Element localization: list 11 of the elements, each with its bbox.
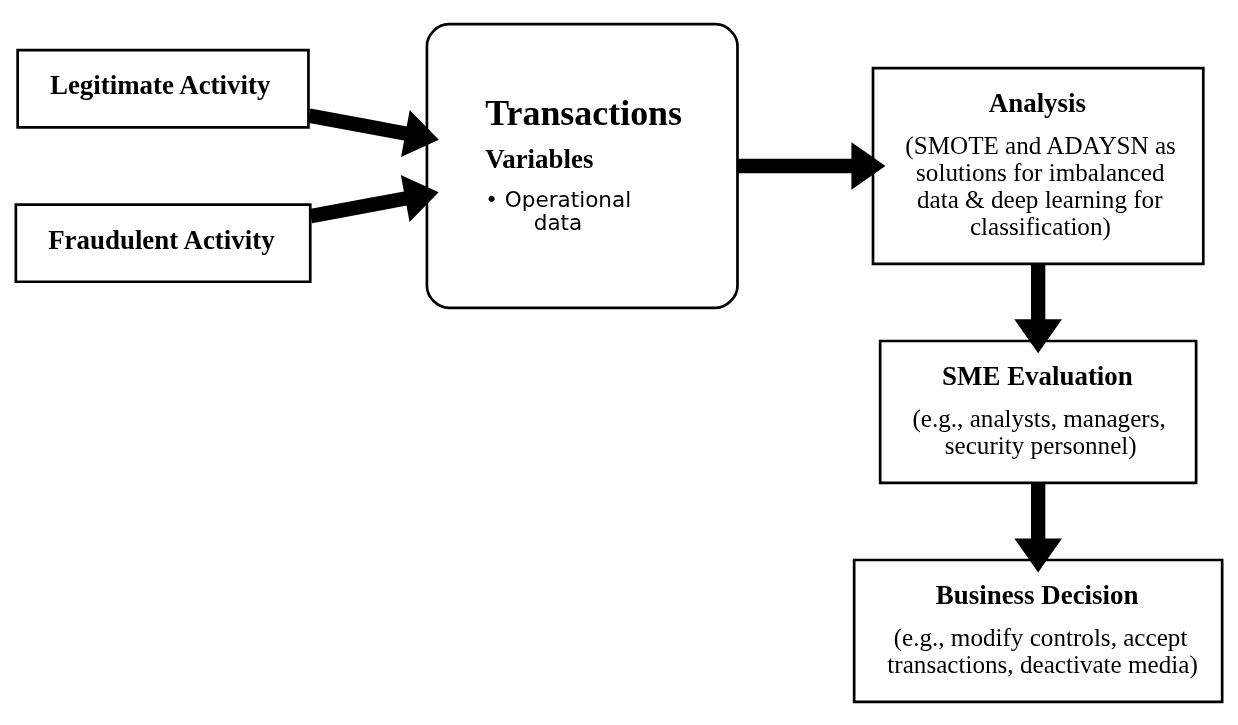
- node-box: Transactions Variables • Operational data: [425, 22, 739, 309]
- node-box: Legitimate Activity: [16, 48, 310, 129]
- node-box: Business Decision (e.g., modify controls, accept transactions, deactivate media): [852, 558, 1224, 703]
- node-box: Fraudulent Activity: [14, 202, 312, 283]
- arrow: [1014, 263, 1062, 353]
- arrow: [309, 174, 439, 223]
- node-box: Analysis (SMOTE and ADAYSN as solutions for imbalanced data & deep learning for classification): [871, 66, 1205, 265]
- arrow: [1014, 482, 1062, 572]
- arrow: [307, 108, 439, 157]
- node-box: SME Evaluation (e.g., analysts, managers, security personnel): [878, 339, 1198, 484]
- arrow: [737, 141, 886, 190]
